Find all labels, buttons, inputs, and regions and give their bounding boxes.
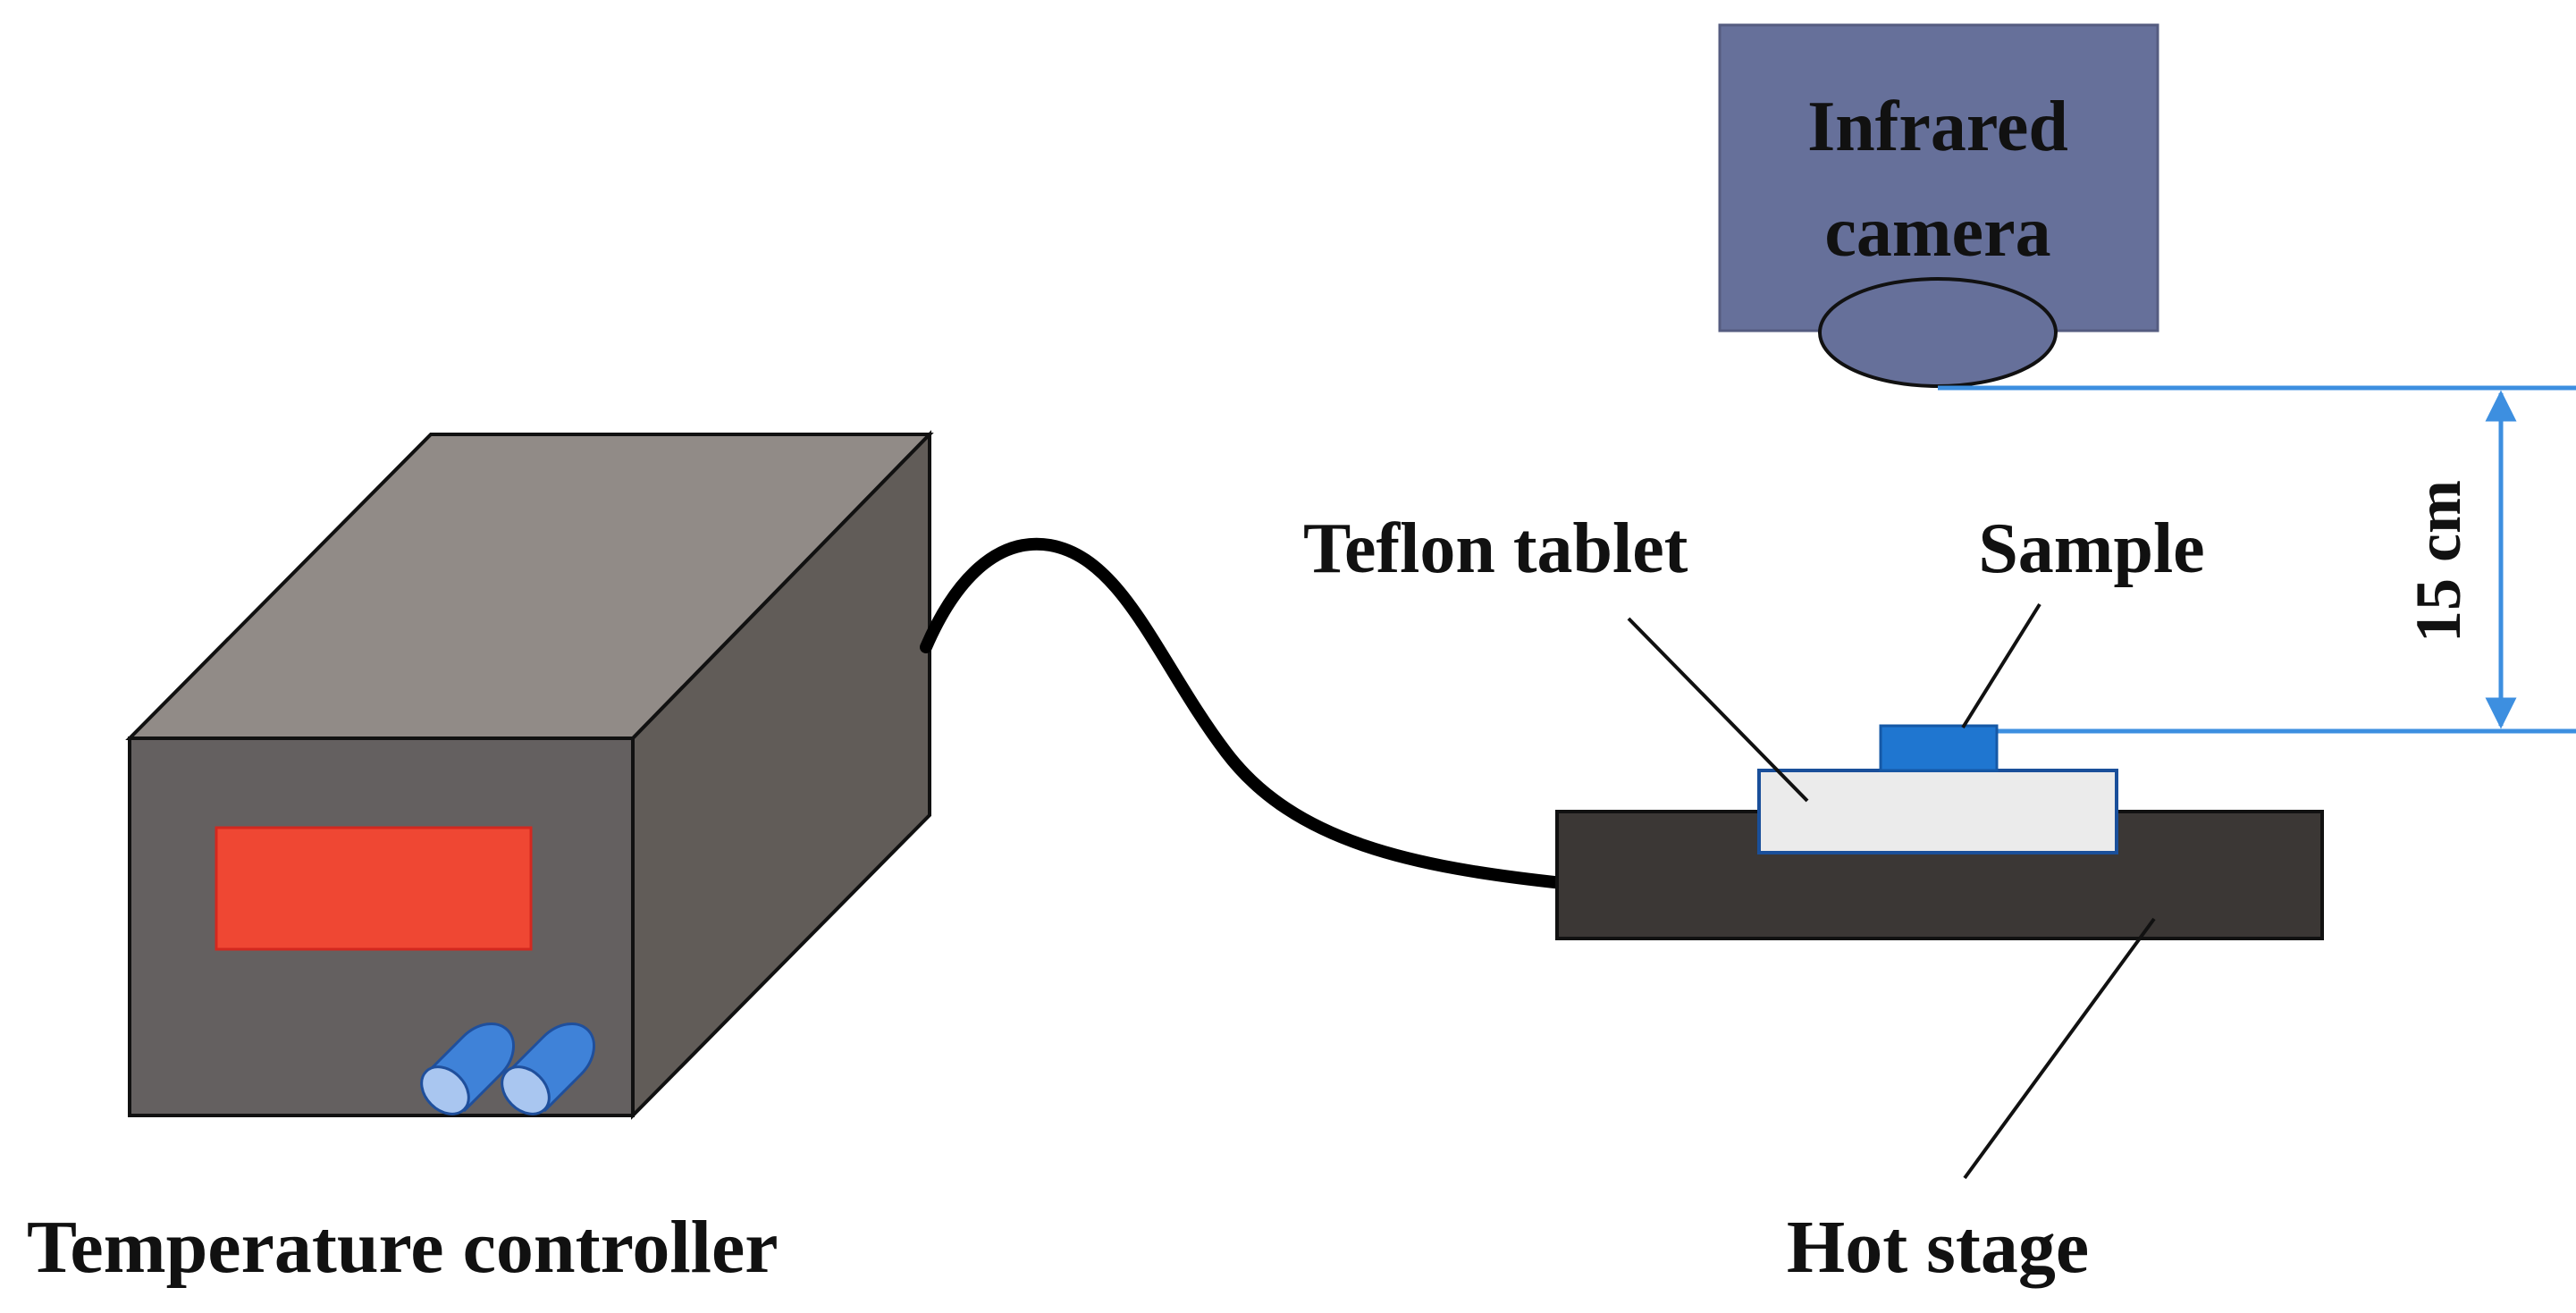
sample-block [1879,724,1999,772]
temperature-controller: Temperature controller [27,430,934,1289]
infrared-camera-label-line2: camera [1824,193,2050,272]
sample-label: Sample [1978,509,2204,588]
distance-dimension: 15 cm [1938,385,2576,734]
sample-leader [1961,602,2041,729]
sample: Sample [1879,509,2205,772]
camera-lens [1818,277,2058,388]
teflon-tablet-leader [1627,617,1809,803]
infrared-camera: Infrared camera [1718,23,2159,388]
teflon-tablet-body [1757,769,2118,854]
hot-stage-label: Hot stage [1787,1206,2089,1289]
hot-stage: Hot stage [1555,810,2324,1289]
knob-left [420,1022,516,1115]
teflon-tablet-label: Teflon tablet [1303,509,1688,588]
infrared-camera-label-line1: Infrared [1807,88,2068,166]
cable [920,537,1569,889]
distance-label: 15 cm [2403,480,2474,643]
teflon-tablet: Teflon tablet [1303,509,2118,854]
hot-stage-leader [1963,917,2156,1180]
controller-display [215,826,533,951]
temperature-controller-label: Temperature controller [27,1206,779,1289]
knob-right [501,1022,596,1115]
